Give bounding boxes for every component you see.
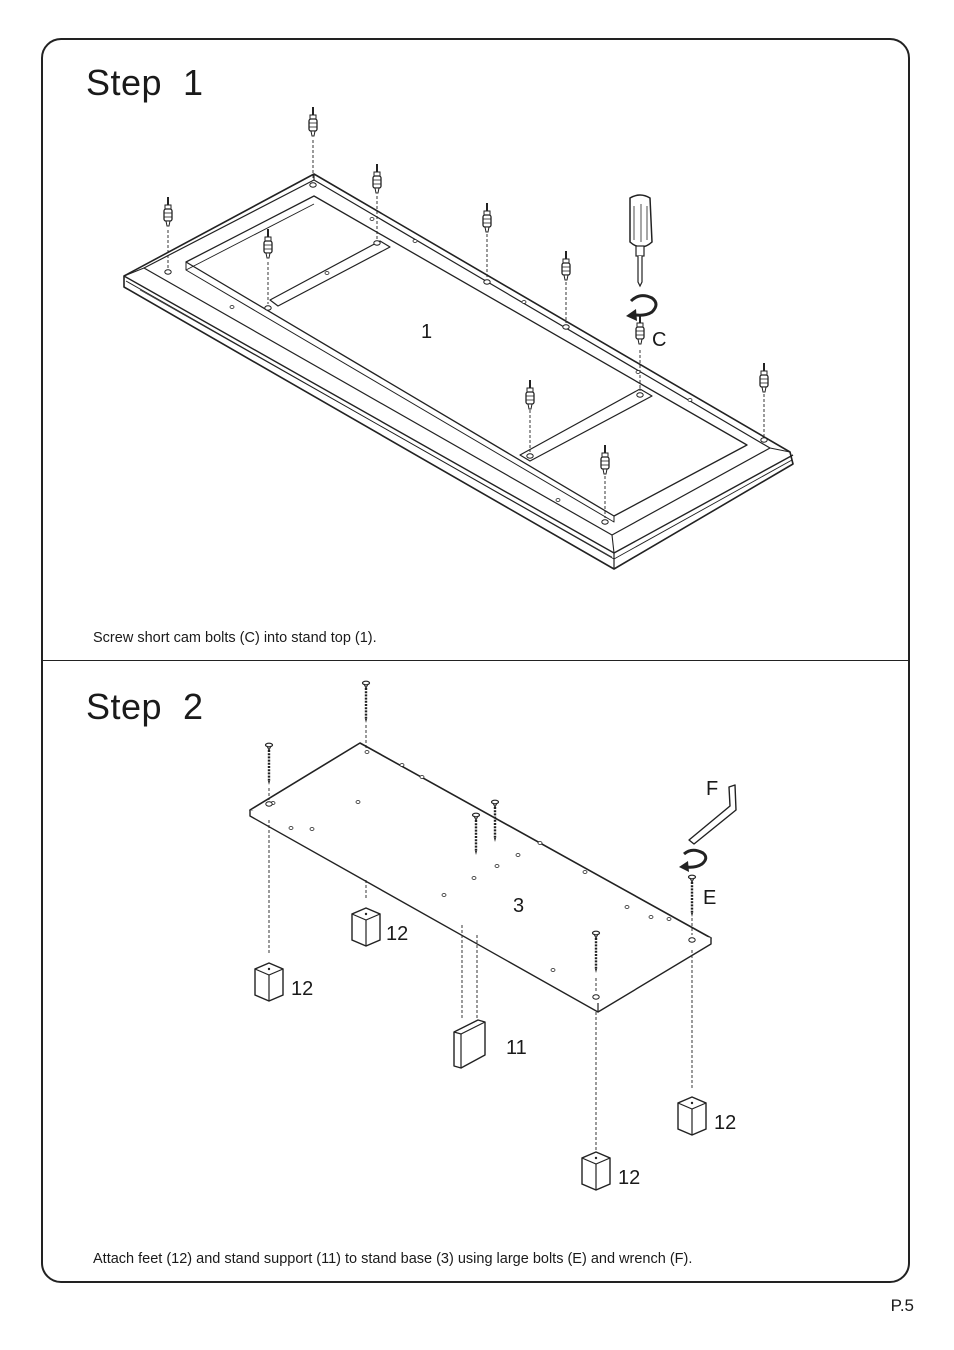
stand-support-block [453,1019,486,1069]
step1-title: Step 1 [86,62,204,103]
label-foot-12-c: 12 [714,1112,736,1134]
label-bolt-e: E [703,887,716,909]
stand-top-frame [123,173,794,570]
screwdriver-icon [629,194,653,288]
cam-bolt-guides [167,140,765,518]
label-cam-bolt-c: C [652,329,666,351]
rotate-arrow-icon [626,294,658,321]
step2-title: Step 2 [86,686,204,727]
label-foot-12-a: 12 [386,923,408,945]
step-divider [41,660,910,661]
label-support-11: 11 [506,1037,527,1059]
step2-guides [268,725,693,1150]
stand-base-panel [249,742,712,1013]
rotate-arrow-icon-step2 [679,848,708,872]
label-part-1: 1 [421,321,432,343]
label-stand-base-3: 3 [513,895,524,917]
step1-caption: Screw short cam bolts (C) into stand top… [93,630,377,646]
label-wrench-f: F [706,778,718,800]
allen-wrench-icon [688,784,737,845]
label-foot-12-b: 12 [291,978,313,1000]
page-number: P.5 [890,1296,914,1315]
label-foot-12-d: 12 [618,1167,640,1189]
step2-caption: Attach feet (12) and stand support (11) … [93,1251,693,1267]
